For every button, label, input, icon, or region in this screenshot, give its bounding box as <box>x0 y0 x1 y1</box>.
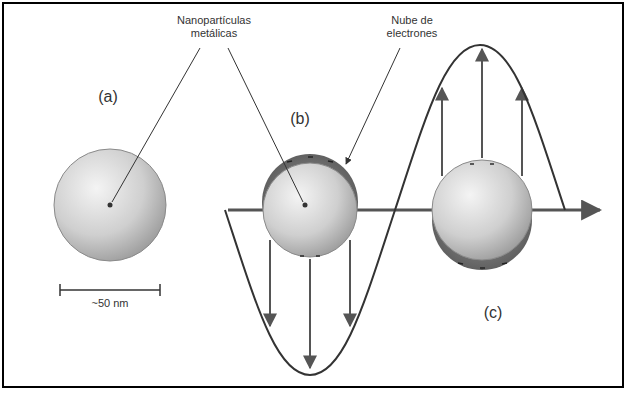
part-label: Nanopartículas metálicas <box>158 14 270 39</box>
part-label: Nube de electrones <box>370 14 454 39</box>
charge-signs <box>287 157 333 256</box>
leader-lines <box>112 48 400 202</box>
light-wave <box>225 45 565 375</box>
nanoparticle <box>263 163 357 257</box>
panel-letter: (a) <box>88 88 128 106</box>
nanoparticle <box>54 149 166 261</box>
charge-signs <box>458 164 507 268</box>
leader-dot <box>108 203 113 208</box>
panel-letter: (c) <box>473 304 513 322</box>
panel-letter: (b) <box>280 110 320 128</box>
leader-dot <box>303 203 308 208</box>
nanoparticle <box>432 160 532 260</box>
scale-bar <box>60 284 160 296</box>
dimension: ~50 nm <box>70 297 150 310</box>
frame <box>3 3 623 387</box>
